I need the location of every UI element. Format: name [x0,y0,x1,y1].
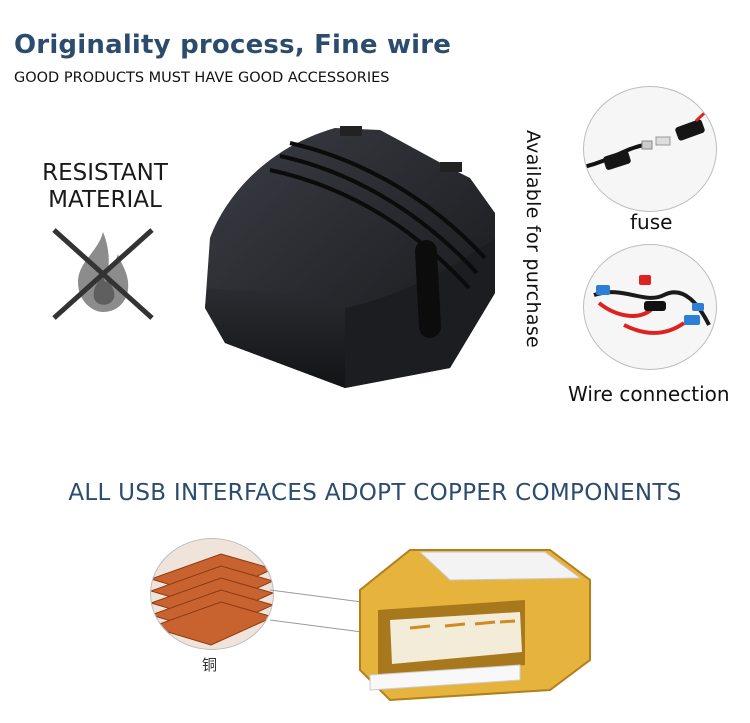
page-subtitle: GOOD PRODUCTS MUST HAVE GOOD ACCESSORIES [14,70,390,86]
copper-label: 铜 [202,656,218,674]
no-fire-icon [52,228,154,320]
available-for-purchase-text: Available for purchase [522,130,544,349]
wire-connector-photo [583,244,717,370]
fuse-photo [583,86,717,212]
usb-connector-illustration [359,549,591,702]
wire-connection-caption: Wire connection [568,382,730,406]
page-title: Originality process, Fine wire [14,30,452,60]
resistant-line-2: MATERIAL [48,187,162,213]
product-cover-image [205,126,495,388]
fuse-caption: fuse [630,210,673,234]
usb-section-heading: ALL USB INTERFACES ADOPT COPPER COMPONEN… [68,480,682,506]
resistant-line-1: RESISTANT [42,160,168,186]
copper-sheets-photo [150,538,274,650]
resistant-material-label: RESISTANT MATERIAL [30,160,180,214]
